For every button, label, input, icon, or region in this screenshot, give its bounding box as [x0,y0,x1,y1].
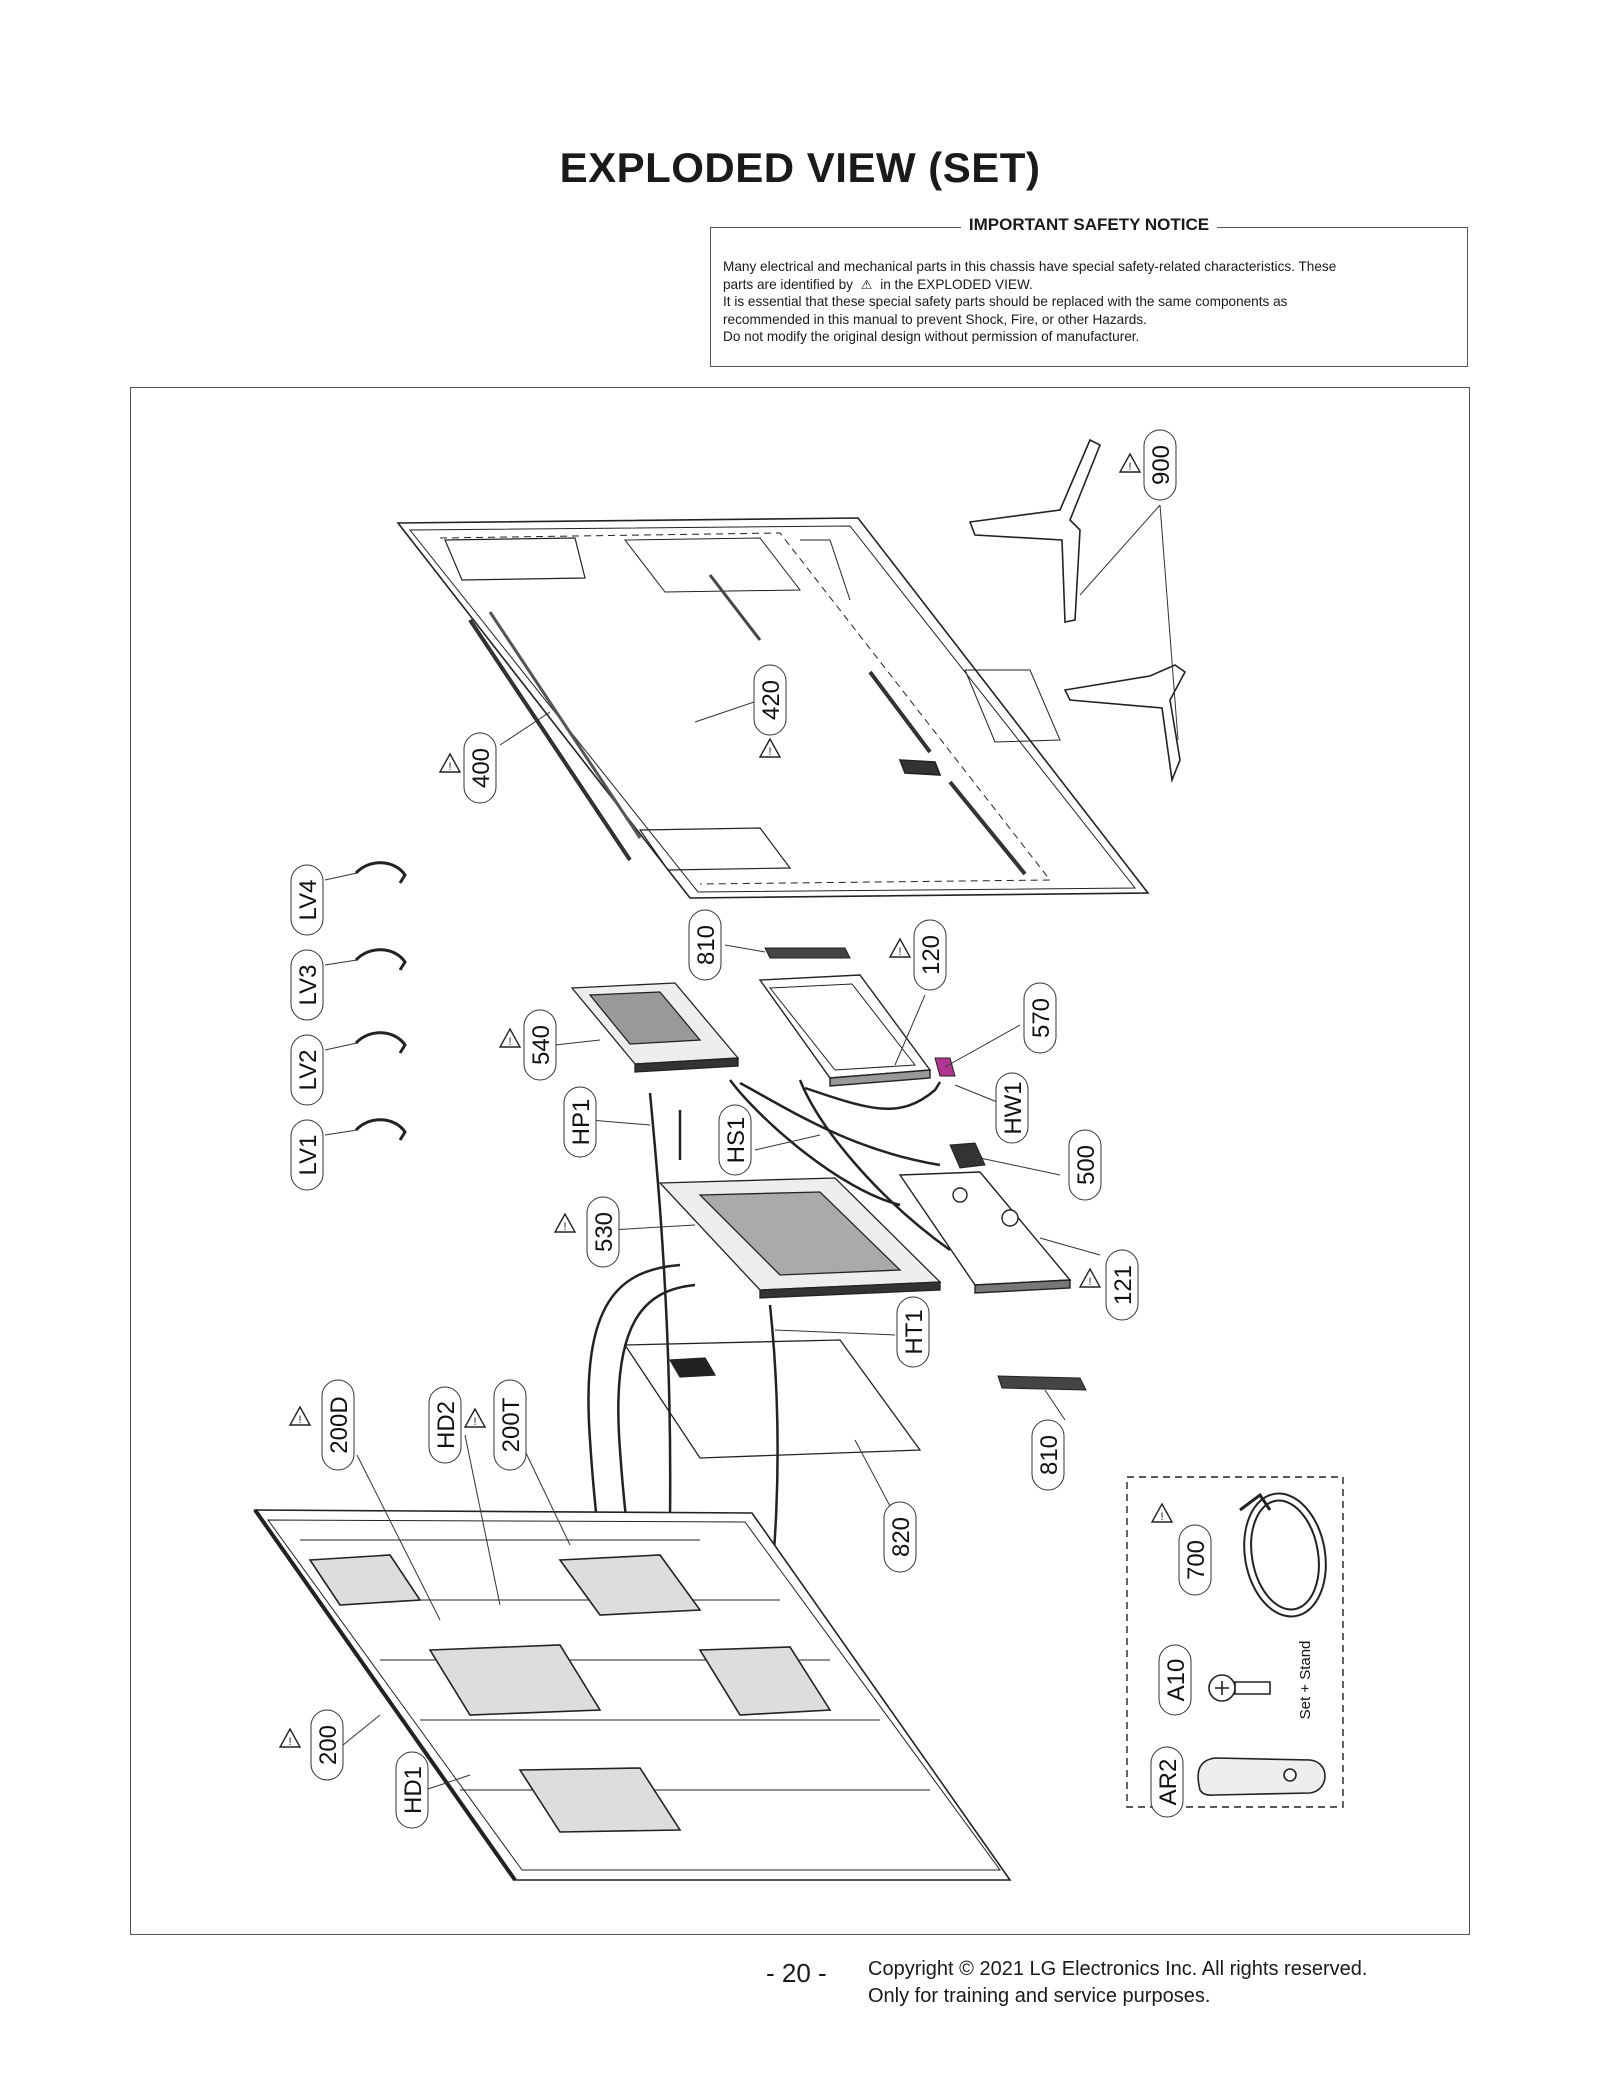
bracket-810-lower [997,1375,1087,1391]
label-121: 121 [1110,1265,1137,1305]
stand-part [968,438,1187,784]
page-number: - 20 - [766,1958,827,1988]
label-lv4: LV4 [295,880,322,921]
label-540: 540 [528,1025,555,1065]
label-hs1: HS1 [723,1117,750,1164]
power-cord-part [1239,1492,1327,1618]
safety-notice-body: Many electrical and mechanical parts in … [723,258,1455,346]
diagram-frame [130,387,1470,1935]
copyright-line-2: Only for training and service purposes. [868,1985,1211,2007]
safety-notice: IMPORTANT SAFETY NOTICE Many electrical … [710,215,1468,367]
label-lv2: LV2 [295,1050,322,1091]
label-500: 500 [1073,1145,1100,1185]
label-810-upper: 810 [693,925,720,965]
label-a10: A10 [1163,1659,1190,1702]
label-lv1: LV1 [295,1135,322,1176]
leader-lines [324,504,1179,1791]
notice-line-5: Do not modify the original design withou… [723,329,1140,344]
label-810-lower: 810 [1036,1435,1063,1475]
label-hd2: HD2 [433,1401,460,1449]
exploded-view-diagram: ! [253,429,1344,1882]
label-hd1: HD1 [400,1766,427,1814]
label-400: 400 [468,748,495,788]
power-board-part [658,1177,942,1299]
part-labels: 900 420 400 LV4 LV3 LV2 LV1 810 120 570 … [290,429,1314,1829]
label-700: 700 [1183,1540,1210,1580]
label-420: 420 [758,680,785,720]
label-ht1: HT1 [901,1309,928,1354]
label-530: 530 [591,1212,618,1252]
label-hp1: HP1 [568,1099,595,1146]
copyright: Copyright © 2021 LG Electronics Inc. All… [868,1956,1367,2010]
label-lv3: LV3 [295,965,322,1006]
insulator-sheet-part [623,1339,922,1459]
shield-121-part [898,1171,1072,1294]
label-570: 570 [1028,998,1055,1038]
speaker-part [758,974,932,1087]
lvds-cables [354,861,407,1141]
label-200d: 200D [326,1396,353,1453]
warning-triangle-icon: ⚠ [860,276,873,292]
label-ar2: AR2 [1155,1759,1182,1806]
notice-line-1: Many electrical and mechanical parts in … [723,259,1337,274]
copyright-line-1: Copyright © 2021 LG Electronics Inc. All… [868,1958,1368,1980]
page-title: EXPLODED VIEW (SET) [559,144,1041,191]
notice-line-2b: in the EXPLODED VIEW. [880,276,1033,292]
label-200: 200 [315,1725,342,1765]
label-120: 120 [918,935,945,975]
notice-line-4: recommended in this manual to prevent Sh… [723,311,1147,327]
notice-line-3: It is essential that these special safet… [723,294,1288,309]
label-set-stand: Set + Stand [1297,1641,1314,1720]
safety-notice-heading: IMPORTANT SAFETY NOTICE [960,215,1218,234]
remote-control-part [1197,1757,1326,1796]
front-frame-part [253,1508,1012,1882]
label-820: 820 [888,1517,915,1557]
accessories-box [1126,1476,1344,1808]
notice-line-2a: parts are identified by [723,276,853,292]
label-900: 900 [1148,445,1175,485]
label-200t: 200T [498,1397,525,1452]
screw-part [1208,1674,1271,1702]
bracket-810-upper [764,947,851,959]
main-board-part [570,982,740,1073]
label-hw1: HW1 [1000,1081,1027,1134]
ir-board-part [949,1142,986,1169]
